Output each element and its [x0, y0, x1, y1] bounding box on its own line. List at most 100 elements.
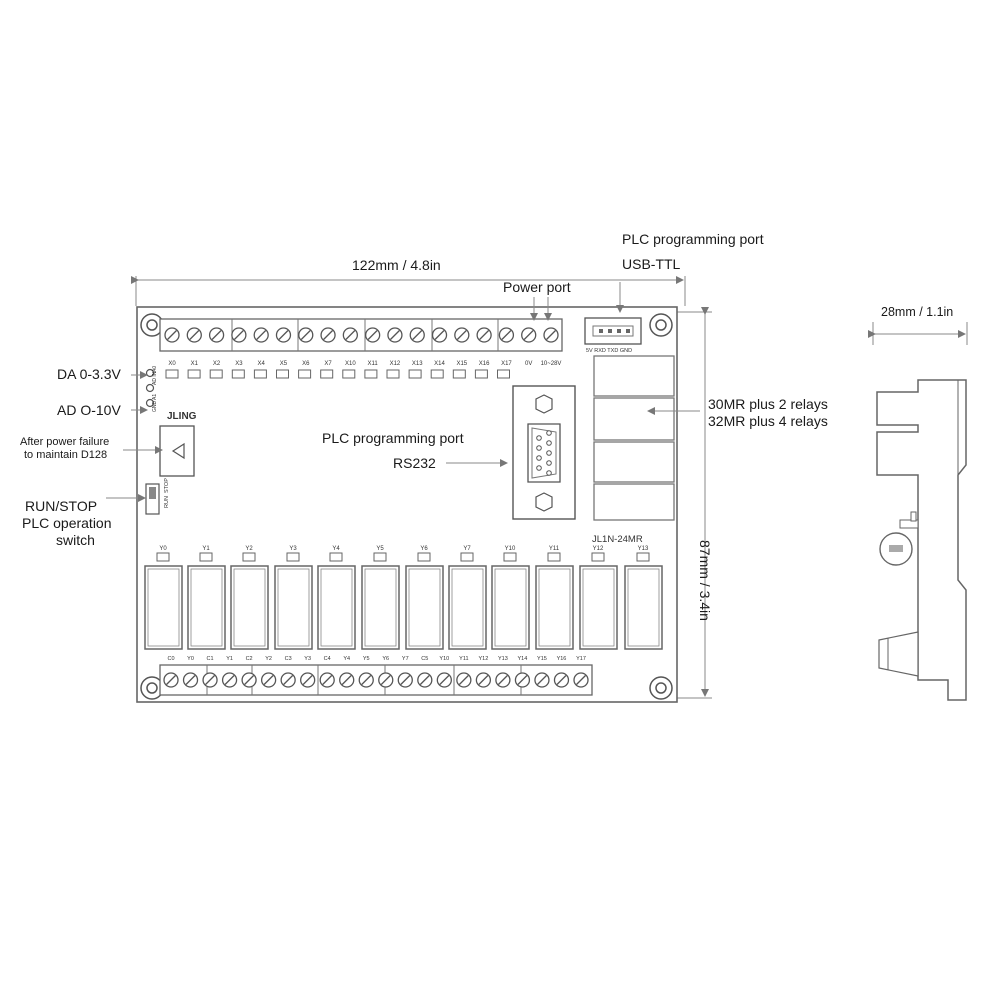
output-led-label: Y12: [593, 546, 604, 552]
run-label: RUN: [164, 496, 170, 508]
screw-terminal: [387, 327, 403, 343]
input-led: [253, 369, 267, 379]
terminal-label: X10: [345, 361, 356, 367]
screw-terminal: [436, 672, 452, 688]
relay: [624, 565, 663, 650]
output-led: [242, 552, 256, 562]
screw-terminal: [397, 672, 413, 688]
terminal-label: Y0: [187, 656, 194, 662]
input-led: [209, 369, 223, 379]
terminal-label: X17: [501, 361, 512, 367]
screw-terminal: [521, 327, 537, 343]
terminal-label: C0: [167, 656, 174, 662]
terminal-label: X1: [191, 361, 199, 367]
width-label: 122mm / 4.8in: [352, 257, 441, 273]
input-led: [276, 369, 289, 379]
screw-terminal: [164, 327, 180, 343]
ad-label: AD O-10V: [57, 402, 121, 418]
brand-label: JLING: [167, 411, 197, 422]
screw-terminal: [476, 327, 492, 343]
output-led-label: Y5: [376, 546, 384, 552]
input-led: [165, 369, 179, 379]
terminal-label: Y4: [343, 656, 350, 662]
terminal-label: Y5: [363, 656, 370, 662]
run-stop-label-line3: switch: [56, 532, 95, 548]
screw-terminal: [186, 327, 202, 343]
output-led: [329, 552, 343, 562]
depth-dimension: [868, 322, 968, 345]
screw-terminal: [534, 672, 550, 688]
screw-terminal: [543, 327, 559, 343]
screw-terminal: [495, 672, 511, 688]
input-led: [364, 369, 378, 379]
terminal-label: Y13: [498, 656, 508, 662]
terminal-label: X16: [479, 361, 490, 367]
relay: [230, 565, 269, 650]
screw-terminal: [378, 672, 394, 688]
screw-terminal: [208, 327, 225, 343]
input-led-row: [165, 369, 510, 379]
screw-terminal: [454, 327, 470, 343]
screw-terminal: [342, 327, 359, 343]
screw-terminal: [182, 672, 199, 688]
screw-terminal: [221, 672, 238, 688]
usb-pin-labels: 5V RXD TXD GND: [586, 348, 632, 354]
run-stop-label-line1: RUN/STOP: [25, 498, 98, 514]
terminal-label: Y12: [478, 656, 488, 662]
terminal-label: X12: [390, 361, 401, 367]
retention-switch: [159, 425, 195, 477]
output-led-label: Y0: [159, 546, 167, 552]
relay: [144, 565, 183, 650]
output-led: [156, 552, 170, 562]
input-led: [342, 369, 356, 379]
relays-label-line2: 32MR plus 4 relays: [708, 413, 828, 429]
output-led-label: Y6: [420, 546, 428, 552]
screw-terminal: [231, 327, 247, 343]
screw-terminal: [409, 327, 425, 343]
analog-pin-label: A1: [152, 394, 158, 400]
relay: [361, 565, 400, 650]
terminal-label: 10~28V: [541, 361, 562, 367]
input-led: [452, 369, 466, 379]
terminal-label: Y6: [382, 656, 389, 662]
output-led: [591, 552, 605, 562]
screw-terminal: [163, 672, 179, 688]
screw-terminal: [319, 672, 335, 688]
power-failure-label-line1: After power failure: [20, 436, 110, 448]
usb-port-title: PLC programming port: [622, 231, 764, 247]
da-label: DA 0-3.3V: [57, 366, 121, 382]
terminal-label: X11: [368, 361, 379, 367]
terminal-label: X15: [456, 361, 467, 367]
relay: [274, 565, 313, 650]
screw-terminal: [358, 672, 374, 688]
stop-label: STOP: [164, 478, 170, 493]
depth-label: 28mm / 1.1in: [881, 305, 954, 319]
input-led: [298, 369, 312, 379]
power-failure-label-line2: to maintain D128: [24, 449, 108, 461]
screw-terminal: [298, 327, 314, 343]
terminal-label: X2: [213, 361, 221, 367]
output-led-label: Y7: [463, 546, 471, 552]
screw-terminal: [300, 672, 316, 688]
terminal-label: X4: [258, 361, 266, 367]
relay: [317, 565, 356, 650]
screw-terminal: [364, 327, 381, 343]
screw-terminal: [456, 672, 472, 688]
rs232-port-type: RS232: [393, 455, 436, 471]
screw-terminal: [475, 672, 492, 688]
run-stop-switch: RUN STOP: [145, 478, 170, 515]
screw-terminal: [573, 672, 589, 688]
input-led: [474, 369, 488, 379]
relay: [448, 565, 487, 650]
output-led: [460, 552, 474, 562]
screw-terminal: [339, 672, 355, 688]
input-led: [320, 369, 334, 379]
output-led: [199, 552, 213, 562]
relay: [187, 565, 226, 650]
relay: [579, 565, 618, 650]
terminal-label: Y1: [226, 656, 233, 662]
terminal-label: 0V: [525, 361, 532, 367]
screw-terminal: [241, 672, 257, 688]
screw-terminal: [280, 672, 296, 688]
